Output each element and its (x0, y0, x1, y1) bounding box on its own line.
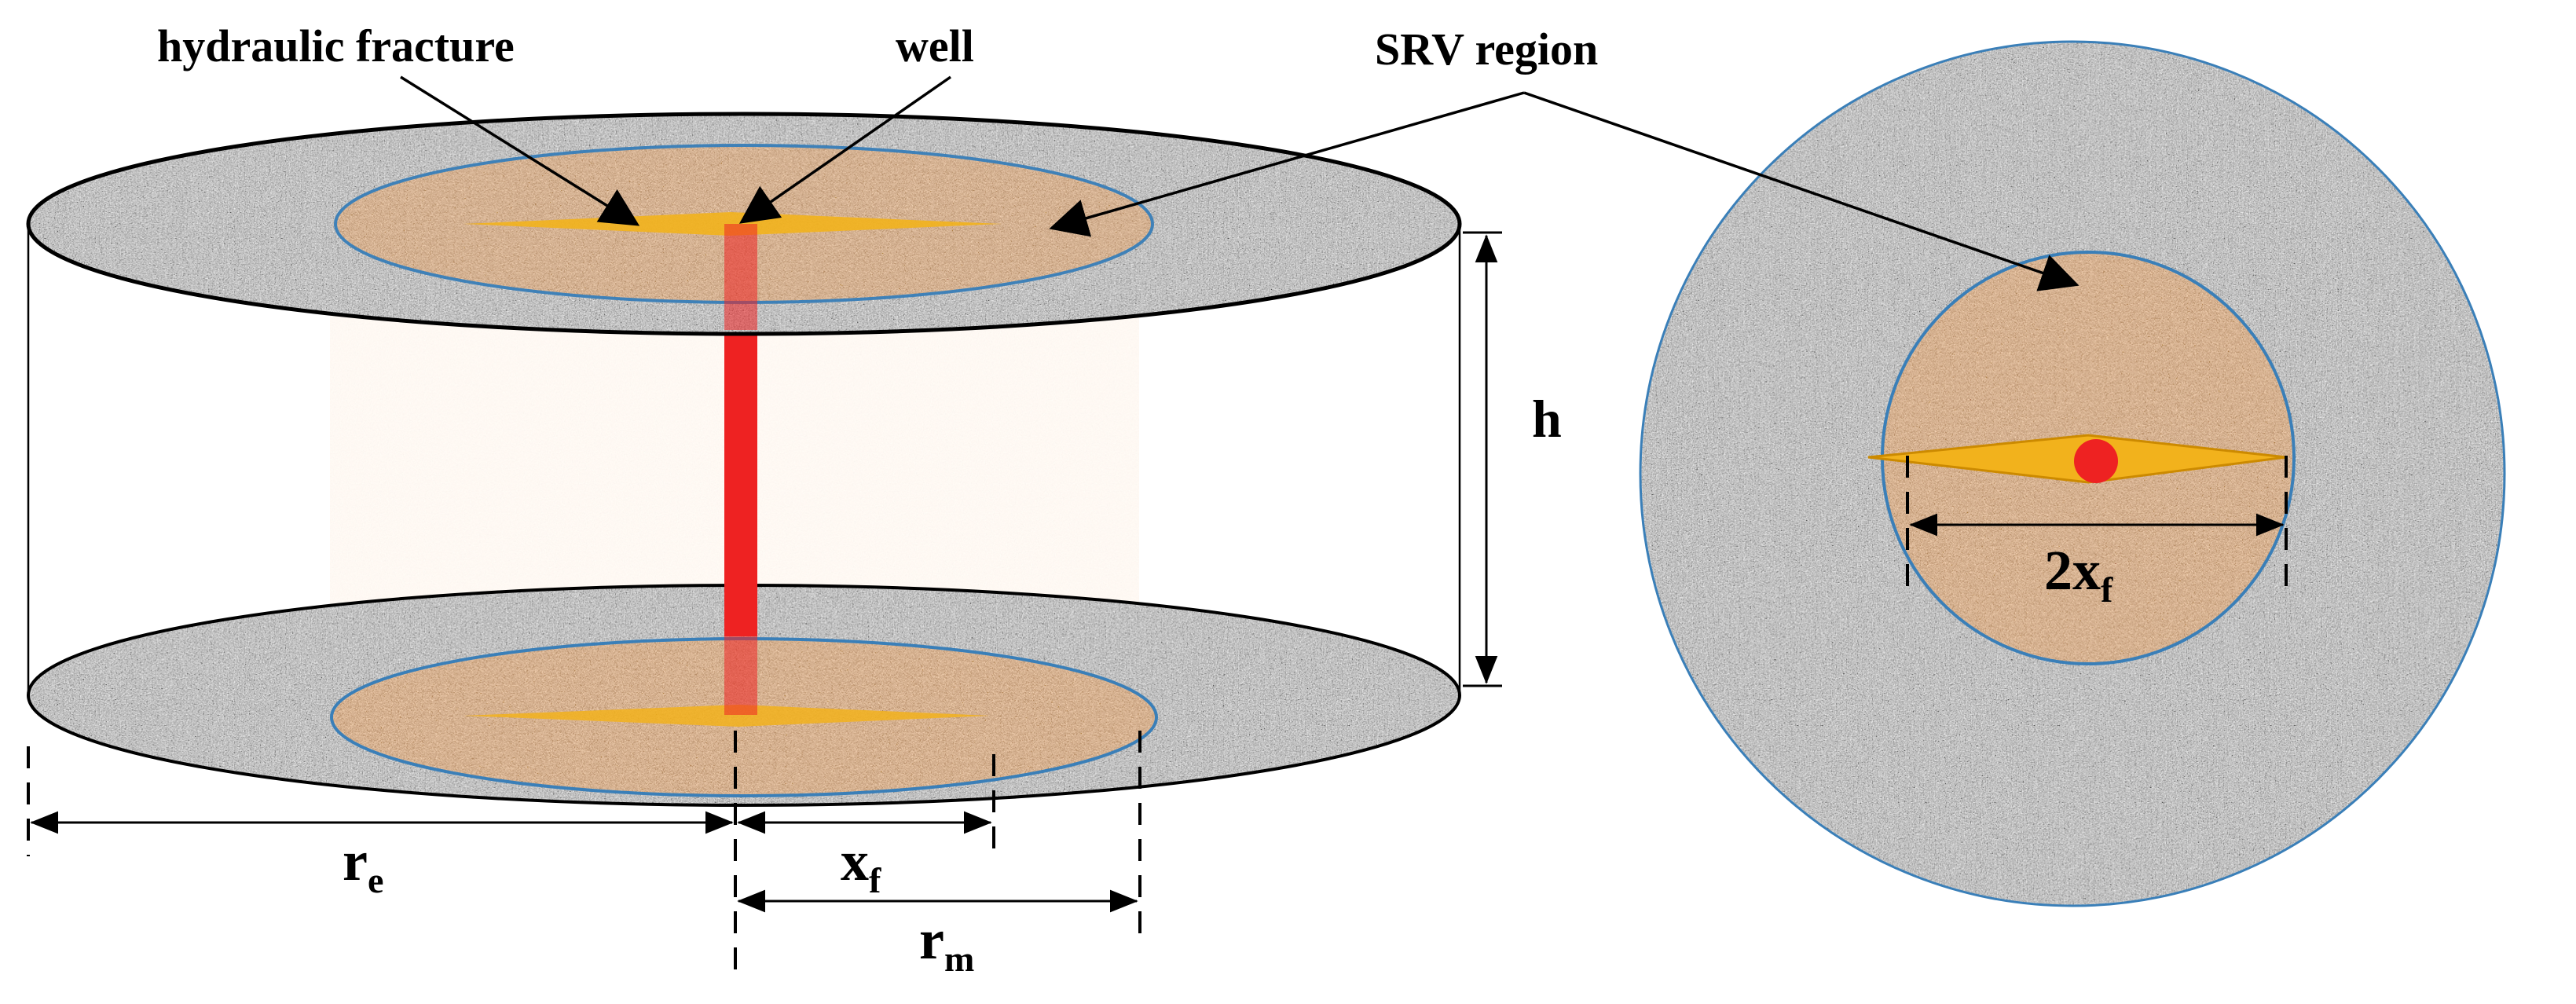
well-leader (738, 75, 951, 224)
xf-label: xf (841, 830, 881, 900)
srv-region-leader-left (1049, 91, 1525, 237)
hydraulic-fracture-label: hydraulic fracture (157, 20, 515, 71)
hydraulic-fracture-leader (400, 75, 640, 226)
callouts: hydraulic fracture well SRV region (157, 20, 2079, 291)
well-column-upper (724, 224, 757, 330)
srv-region-label: SRV region (1375, 24, 1598, 75)
well-column-lower (724, 636, 757, 715)
plan-view: 2xf (1639, 40, 2506, 907)
hydraulic-fracture-bottom (464, 705, 990, 727)
well-plan (2074, 439, 2118, 483)
re-label: re (343, 830, 383, 900)
height-label: h (1532, 389, 1562, 449)
srv-region-leader-right (1523, 91, 2079, 291)
two-xf-label: 2xf (2044, 539, 2113, 610)
rm-label: rm (919, 908, 974, 979)
reservoir-cylinder: h re xf rm (26, 112, 1562, 979)
well-label: well (896, 20, 974, 71)
height-dimension (1463, 231, 1502, 687)
